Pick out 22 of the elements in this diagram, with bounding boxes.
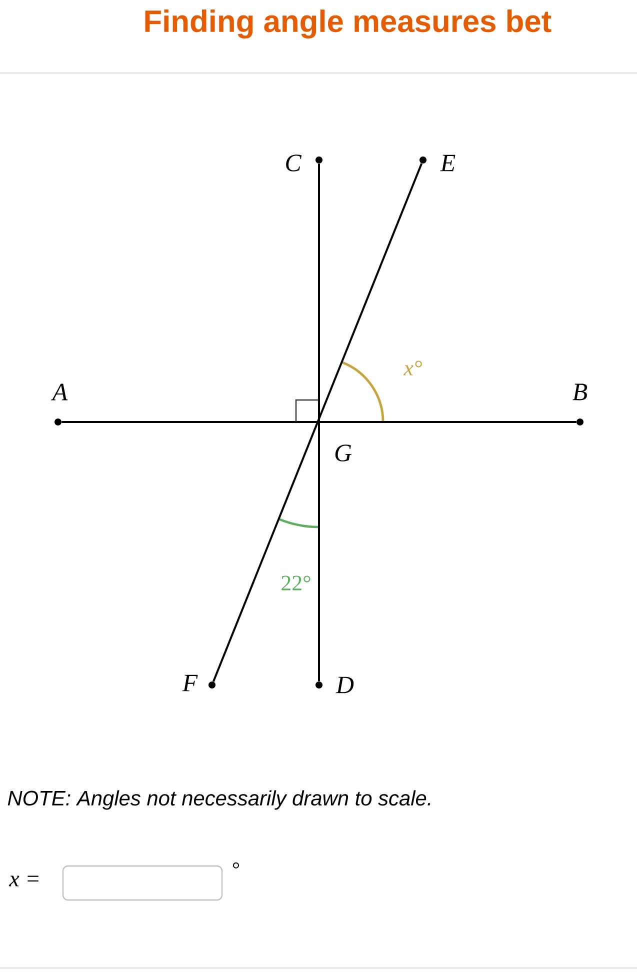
node-label: E (440, 154, 456, 172)
note-text: NOTE: Angles not necessarily drawn to scale. (6, 789, 434, 811)
labeled-point: B (572, 384, 588, 426)
labeled-point: D (316, 676, 354, 694)
labeled-point: A (51, 384, 68, 426)
degree-sign: ° (231, 861, 241, 877)
line-segment (318, 164, 320, 682)
node-label: A (51, 384, 68, 400)
angle-label: x° (402, 360, 424, 376)
labeled-point: F (182, 674, 216, 692)
node-label: C (286, 154, 302, 172)
node-label: F (182, 674, 198, 692)
node-label: D (336, 676, 354, 694)
angle-label: 22° (280, 574, 312, 592)
point-label: G (333, 444, 353, 462)
node-label: B (572, 384, 588, 400)
line-segment (62, 421, 576, 423)
labeled-point: E (420, 154, 456, 172)
title: Finding angle measures bet (145, 10, 552, 38)
line-segment (212, 163, 423, 682)
labeled-point: C (286, 154, 322, 172)
equation-label: x = (8, 874, 42, 888)
